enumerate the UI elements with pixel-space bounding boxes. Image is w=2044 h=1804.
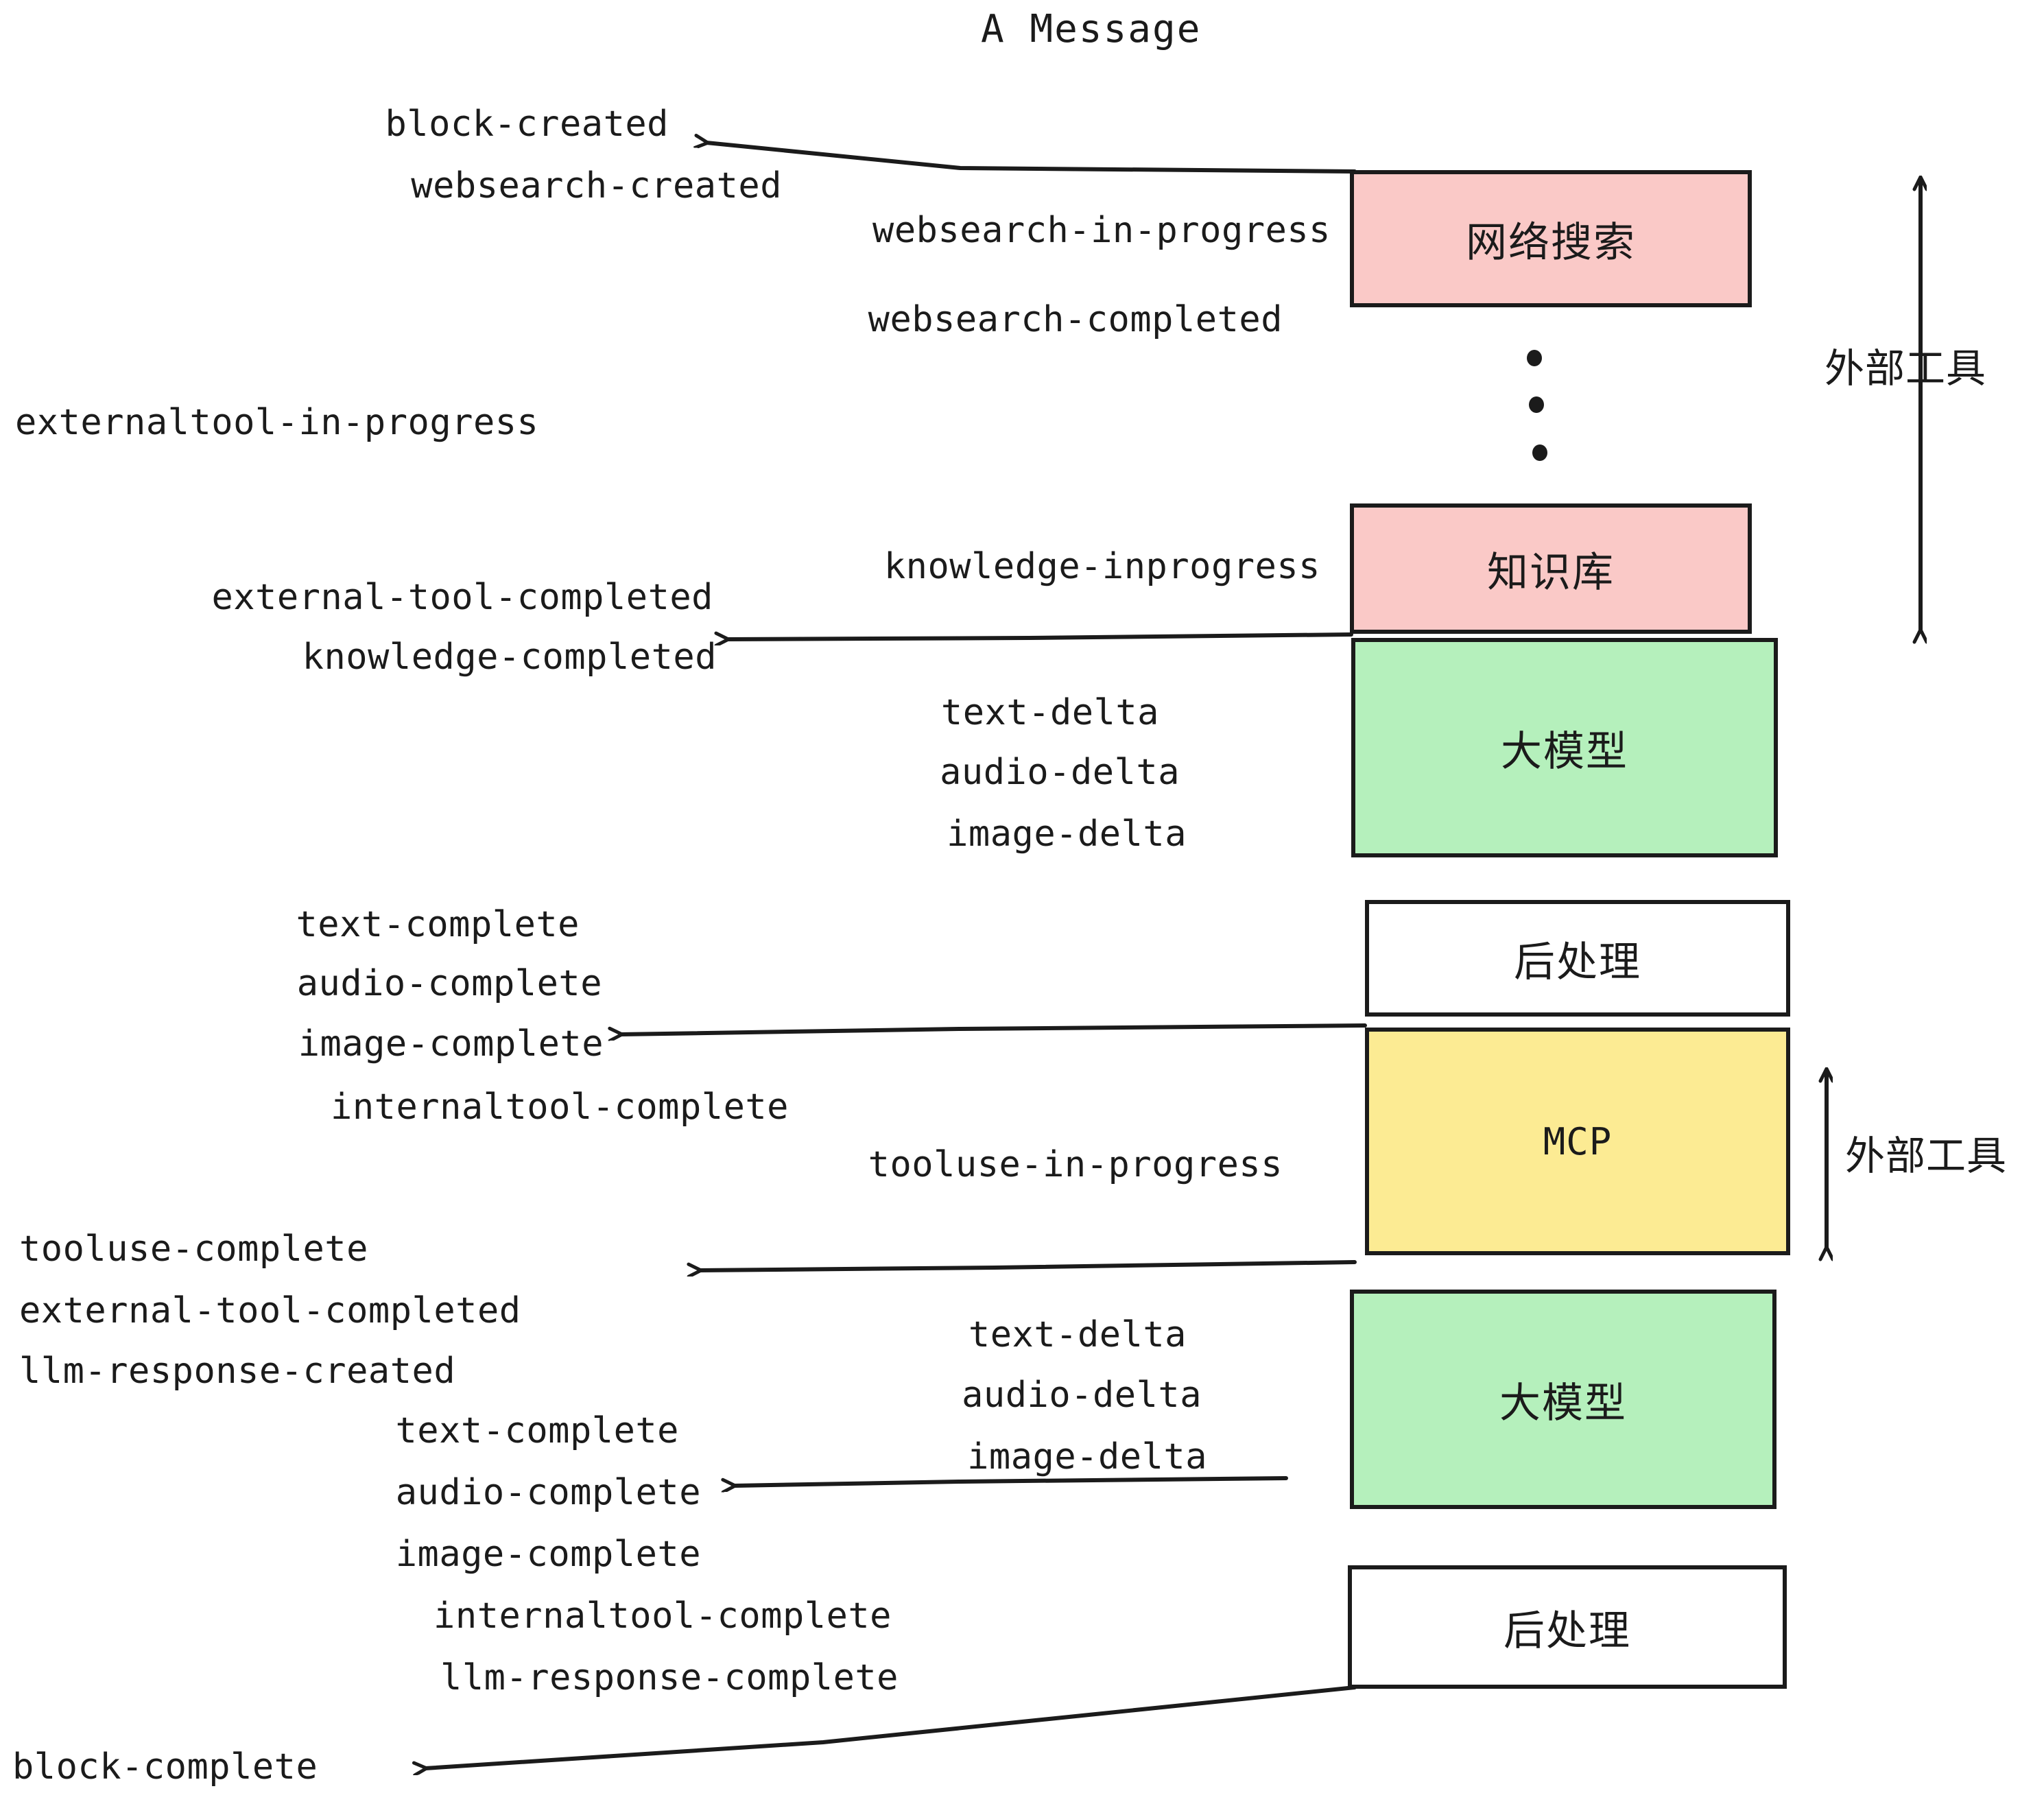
- event-external-tool-completed-2: external-tool-completed: [19, 1290, 521, 1331]
- event-externaltool-in-progress: externaltool-in-progress: [15, 402, 539, 443]
- arrow-block-complete: [425, 1685, 1357, 1768]
- event-websearch-created: websearch-created: [411, 165, 782, 206]
- event-image-complete-1: image-complete: [298, 1023, 604, 1065]
- node-mcp-label: MCP: [1543, 1119, 1613, 1163]
- arrow-knowledge-completed: [727, 634, 1353, 639]
- node-llm-upper[interactable]: 大模型: [1351, 638, 1778, 857]
- node-postprocess-upper[interactable]: 后处理: [1365, 900, 1790, 1017]
- event-text-delta-1: text-delta: [940, 692, 1159, 733]
- event-llm-response-created: llm-response-created: [19, 1351, 456, 1392]
- event-audio-complete-1: audio-complete: [296, 963, 602, 1004]
- event-audio-complete-2: audio-complete: [395, 1472, 701, 1513]
- event-text-complete-2: text-complete: [395, 1410, 679, 1451]
- node-websearch-label: 网络搜索: [1466, 218, 1636, 267]
- event-audio-delta-1: audio-delta: [940, 752, 1180, 793]
- event-knowledge-inprogress: knowledge-inprogress: [883, 546, 1320, 587]
- event-knowledge-completed: knowledge-completed: [302, 637, 717, 678]
- event-llm-response-complete: llm-response-complete: [440, 1657, 899, 1698]
- event-image-complete-2: image-complete: [395, 1534, 701, 1575]
- vertical-ellipsis-dot-1: [1527, 350, 1542, 366]
- event-text-complete-1: text-complete: [296, 904, 580, 945]
- event-audio-delta-2: audio-delta: [962, 1375, 1202, 1416]
- node-mcp[interactable]: MCP: [1365, 1028, 1790, 1255]
- node-knowledge[interactable]: 知识库: [1350, 503, 1752, 634]
- group-label-external-tools-lower: 外部工具: [1845, 1132, 2008, 1179]
- node-postprocess-lower[interactable]: 后处理: [1348, 1565, 1787, 1689]
- vertical-ellipsis-dot-2: [1529, 396, 1544, 413]
- event-block-created: block-created: [385, 104, 669, 145]
- arrow-tooluse-complete: [700, 1260, 1357, 1270]
- event-image-delta-1: image-delta: [947, 814, 1187, 855]
- event-external-tool-completed-1: external-tool-completed: [211, 577, 713, 618]
- node-websearch[interactable]: 网络搜索: [1350, 170, 1752, 307]
- event-image-delta-2: image-delta: [967, 1436, 1207, 1477]
- node-llm-lower-label: 大模型: [1499, 1379, 1627, 1427]
- arrow-audio-complete-lower: [734, 1476, 1288, 1486]
- node-postprocess-upper-label: 后处理: [1514, 938, 1641, 986]
- event-internaltool-complete-2: internaltool-complete: [433, 1595, 892, 1637]
- arrow-websearch-created: [706, 143, 1357, 174]
- event-block-complete: block-complete: [12, 1746, 318, 1788]
- arrow-image-complete-upper: [621, 1023, 1367, 1034]
- event-websearch-in-progress: websearch-in-progress: [872, 210, 1331, 251]
- event-tooluse-complete: tooluse-complete: [19, 1229, 368, 1270]
- page-title: A Message: [981, 7, 1202, 51]
- event-websearch-completed: websearch-completed: [868, 299, 1283, 340]
- node-llm-upper-label: 大模型: [1501, 727, 1628, 776]
- event-tooluse-in-progress: tooluse-in-progress: [868, 1144, 1283, 1185]
- event-text-delta-2: text-delta: [968, 1314, 1187, 1355]
- node-postprocess-lower-label: 后处理: [1504, 1606, 1631, 1655]
- group-label-external-tools-upper: 外部工具: [1825, 345, 1987, 392]
- vertical-ellipsis-dot-3: [1532, 444, 1547, 461]
- node-knowledge-label: 知识库: [1487, 548, 1615, 597]
- event-internaltool-complete-1: internaltool-complete: [331, 1087, 789, 1128]
- node-llm-lower[interactable]: 大模型: [1350, 1290, 1776, 1509]
